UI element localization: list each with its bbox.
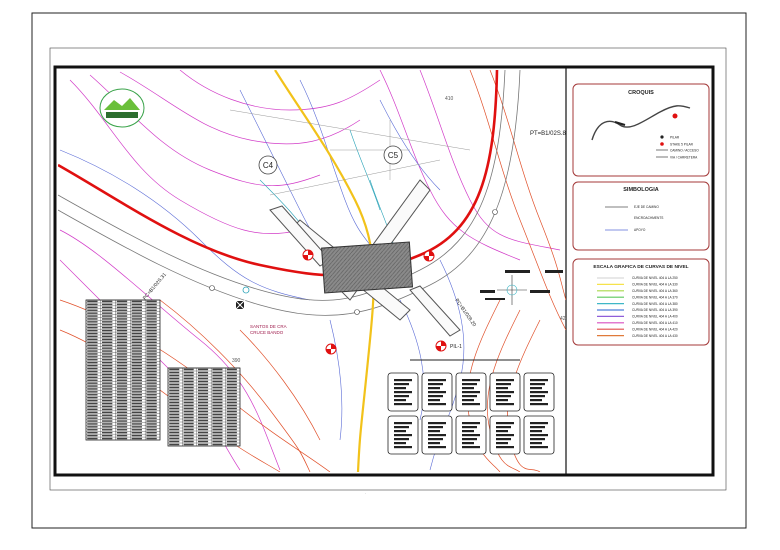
pilar-label: PIL-1	[450, 344, 462, 350]
escala-label: CURVA DE NIVEL 404 A LA 400	[632, 315, 678, 319]
section-detail-boxes	[387, 372, 555, 455]
table-rows	[86, 299, 160, 440]
contour-420-label: 420	[560, 316, 569, 322]
escala-label: CURVA DE NIVEL 404 A LA 330	[632, 283, 678, 287]
croquis-legend-3: CAMINO / ACCESO	[670, 149, 699, 153]
contour-390-label: 390	[232, 358, 241, 364]
escala-panel: ESCALA GRAFICA DE CURVAS DE NIVEL CURVA …	[572, 258, 710, 346]
simbologia-item-2: ENCROACHMENTS	[634, 216, 663, 220]
outer-frame	[31, 12, 747, 529]
north-compass-icon	[497, 275, 527, 305]
simbologia-panel: SIMBOLOGIA EJE DE CAMINO ENCROACHMENTS A…	[572, 181, 710, 251]
escala-title: ESCALA GRAFICA DE CURVAS DE NIVEL	[593, 264, 688, 270]
simbologia-item-3: APOYO	[634, 228, 646, 232]
pt-label: PT=B1/02S.81	[530, 131, 570, 137]
croquis-legend-2: STAKE 5 PILAR	[670, 143, 694, 147]
north-arrow-logo-icon	[99, 88, 145, 128]
inner-frame	[49, 47, 727, 491]
pilar-markers	[302, 249, 447, 355]
croquis-legend-1: PILAR	[670, 136, 680, 140]
escala-label: CURVA DE NIVEL 404 A LA 410	[632, 321, 678, 325]
escala-label: CURVA DE NIVEL 404 A LA 360	[632, 289, 678, 293]
croquis-legend-4: VIA / CARRETERA	[670, 156, 698, 160]
escala-label: CURVA DE NIVEL 404 A LA 380	[632, 302, 678, 306]
escala-label: CURVA DE NIVEL 404 A LA 390	[632, 308, 678, 312]
simbologia-title: SIMBOLOGIA	[623, 187, 658, 193]
escala-label: CURVA DE NIVEL 404 A LA 250	[632, 276, 678, 280]
table-rows	[168, 367, 240, 446]
footer-dot: ·	[365, 491, 366, 496]
pcb-label: PC=B1/028.20	[453, 298, 477, 328]
escala-label: CURVA DE NIVEL 404 A LA 430	[632, 334, 678, 338]
bridge-structure	[269, 179, 461, 337]
contour-410-label: 410	[445, 96, 454, 102]
escala-label: CURVA DE NIVEL 404 A LA 420	[632, 327, 678, 331]
drawing-frame	[53, 65, 715, 477]
c4-label: C4	[263, 161, 274, 170]
croquis-title: CROQUIS	[628, 90, 654, 96]
simbologia-item-1: EJE DE CAMINO	[634, 205, 659, 209]
croquis-panel: CROQUIS PILAR STAKE 5 PILAR CAMINO / ACC…	[572, 83, 710, 177]
escala-label: CURVA DE NIVEL 404 A LA 370	[632, 295, 678, 299]
pilar-marker-icon	[233, 298, 247, 312]
pc-label: PC=B1/02S.31	[142, 272, 168, 301]
c5-label: C5	[388, 151, 399, 160]
